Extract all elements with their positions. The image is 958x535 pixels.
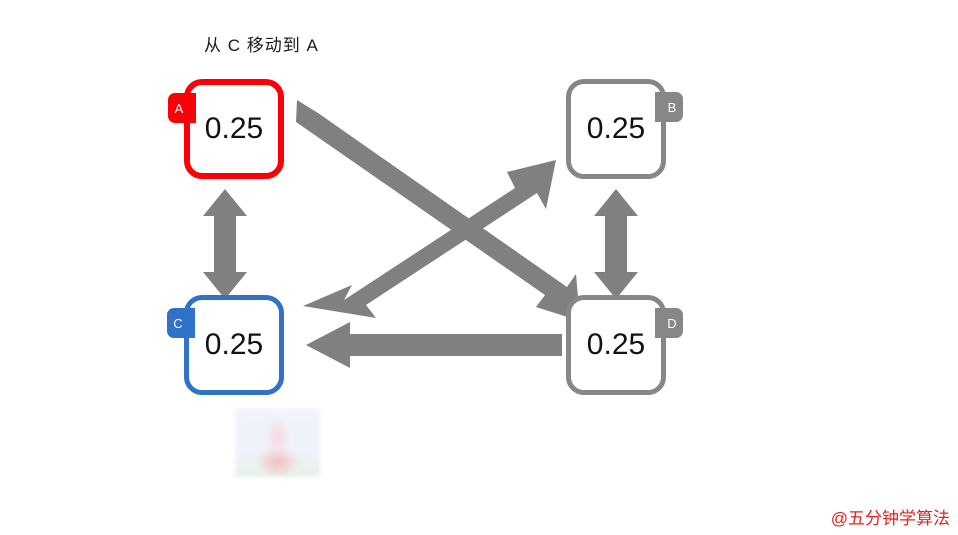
- page-title: 从 C 移动到 A: [204, 36, 319, 55]
- node-d-value: 0.25: [586, 328, 646, 361]
- node-c[interactable]: C 0.25: [167, 295, 284, 395]
- node-c-value: 0.25: [204, 328, 264, 361]
- node-a-badge: A: [168, 93, 196, 123]
- faded-preview-thumbnail: [235, 409, 320, 477]
- edge-a-c: [203, 189, 247, 299]
- node-d-badge: D: [655, 308, 683, 338]
- node-b[interactable]: B 0.25: [566, 79, 683, 179]
- node-a-value: 0.25: [204, 112, 264, 145]
- node-a[interactable]: A 0.25: [168, 79, 284, 179]
- node-b-value: 0.25: [586, 112, 646, 145]
- node-d[interactable]: D 0.25: [566, 295, 683, 395]
- watermark: @五分钟学算法: [830, 509, 950, 528]
- node-b-badge: B: [655, 92, 683, 122]
- edge-d-c: [306, 322, 562, 368]
- edge-a-d: [296, 100, 580, 321]
- node-c-badge: C: [167, 308, 195, 338]
- edge-b-d: [594, 189, 638, 299]
- edge-c-b: [303, 160, 556, 318]
